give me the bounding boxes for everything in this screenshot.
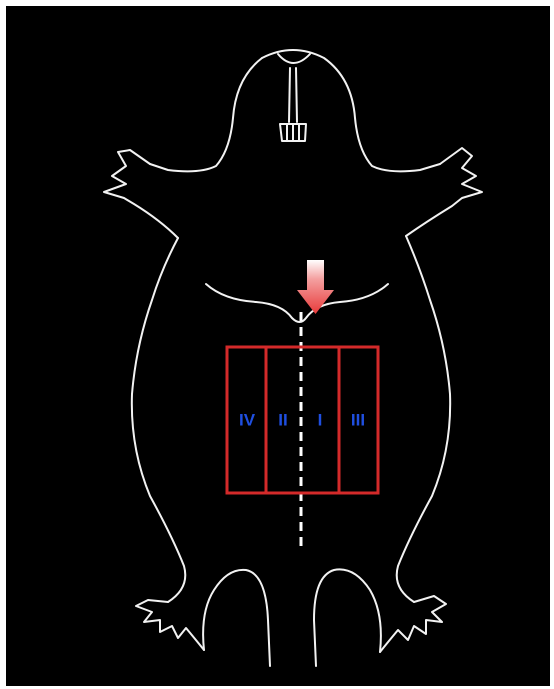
nose-bridge <box>289 68 297 122</box>
region-label-ii: II <box>278 410 287 429</box>
head-outline-left <box>150 58 262 171</box>
left-leg-inner <box>203 570 270 666</box>
body-right-side <box>397 236 450 602</box>
region-label-iv: IV <box>239 410 256 429</box>
teeth <box>280 124 306 141</box>
down-arrow-icon <box>297 260 334 314</box>
right-leg-inner <box>314 569 381 666</box>
right-forelimb <box>406 148 482 236</box>
region-label-i: I <box>318 410 323 429</box>
region-label-iii: III <box>351 410 365 429</box>
right-hindlimb <box>380 596 446 652</box>
left-hindlimb <box>136 600 204 650</box>
nose-outline <box>278 54 310 63</box>
left-forelimb <box>104 150 178 238</box>
body-left-side <box>132 238 185 602</box>
xiphoid-curve <box>206 284 388 322</box>
